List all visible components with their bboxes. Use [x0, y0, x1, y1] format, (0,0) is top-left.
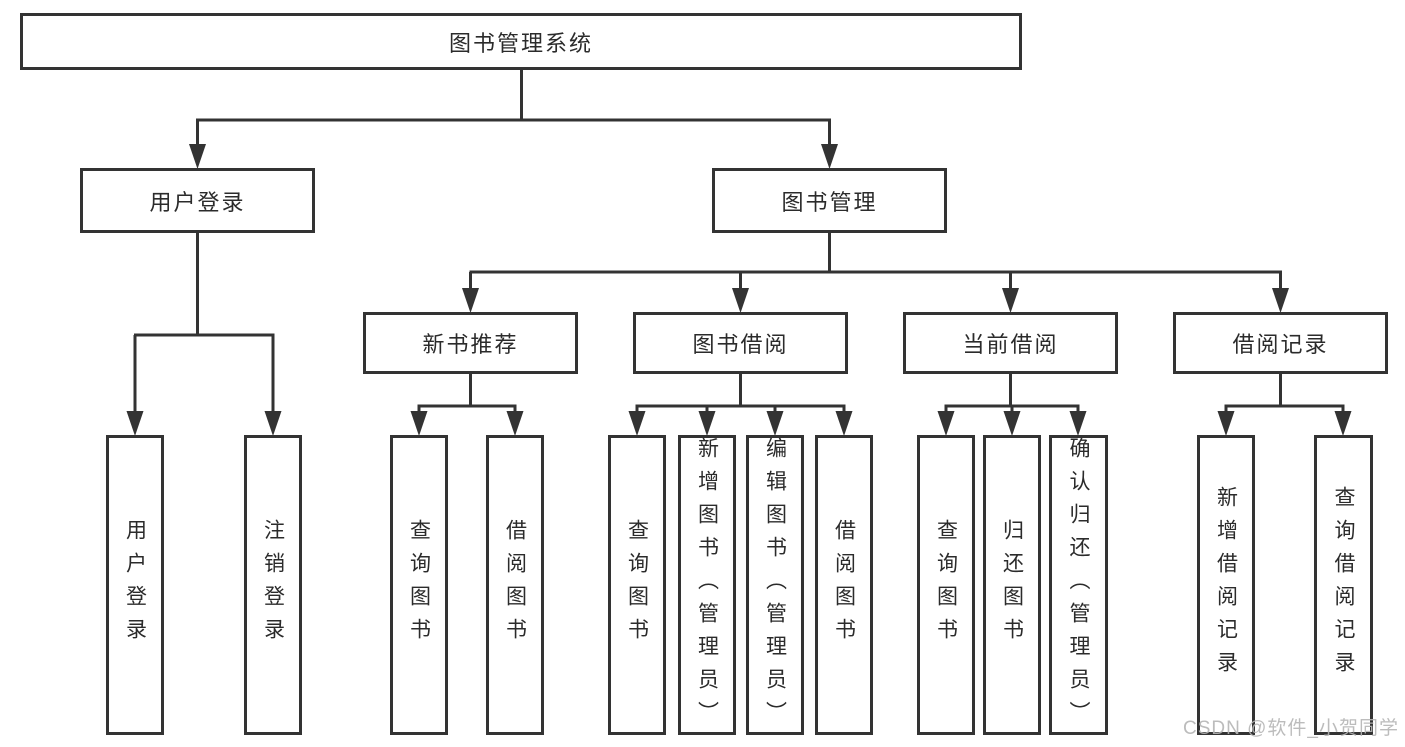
node-label: 新增借阅记录 [1214, 486, 1238, 684]
node-book-borrow: 图书借阅 [633, 312, 848, 374]
arrowheads [126, 144, 1352, 436]
node-label: 借阅图书 [503, 519, 527, 651]
node-current-borrow: 当前借阅 [903, 312, 1118, 374]
arrowhead [1272, 288, 1289, 313]
arrowhead [937, 411, 955, 436]
node-label: 用户登录 [149, 189, 246, 215]
connector-borrow-records-branch [1224, 372, 1345, 414]
node-label: 归还图书 [1000, 519, 1024, 651]
csdn-watermark: CSDN @软件_小贺同学 [1183, 718, 1399, 739]
node-label: 图书借阅 [692, 332, 789, 357]
arrowhead [732, 288, 749, 313]
node-label: 借阅记录 [1232, 332, 1329, 357]
arrowhead [1217, 411, 1235, 436]
arrowhead [506, 411, 524, 436]
node-borrow-records: 借阅记录 [1173, 312, 1388, 374]
arrowhead [835, 411, 853, 436]
node-label: 图书管理 [781, 189, 878, 215]
node-label: 确认归还（管理员） [1067, 436, 1091, 734]
arrowhead [189, 144, 206, 169]
node-label: 当前借阅 [962, 332, 1059, 357]
node-label: 图书管理系统 [448, 30, 593, 56]
node-leaf-confirm-return-admin: 确认归还（管理员） [1049, 435, 1108, 735]
node-label: 查询图书 [407, 519, 431, 651]
connector-book-management-branch [469, 230, 1282, 290]
arrowhead [1334, 411, 1352, 436]
node-leaf-user-login: 用户登录 [106, 435, 164, 735]
node-label: 新增图书（管理员） [695, 436, 719, 734]
node-leaf-query-borrow-record: 查询借阅记录 [1314, 435, 1373, 735]
node-leaf-query-books-borrow: 查询图书 [608, 435, 666, 735]
arrowhead [462, 288, 479, 313]
arrowhead [126, 411, 144, 436]
node-leaf-borrow-books: 借阅图书 [815, 435, 873, 735]
node-leaf-query-books-current: 查询图书 [917, 435, 975, 735]
node-root-library-system: 图书管理系统 [20, 13, 1022, 70]
arrowhead [264, 411, 282, 436]
node-label: 注销登录 [261, 519, 285, 651]
connector-book-borrow-branch [635, 372, 846, 414]
arrowhead [1002, 288, 1019, 313]
node-label: 新书推荐 [422, 332, 519, 357]
node-leaf-query-books-recommend: 查询图书 [390, 435, 448, 735]
node-label: 编辑图书（管理员） [763, 436, 787, 734]
connector-current-borrow-branch [944, 372, 1080, 414]
connector-root-branch [196, 68, 831, 146]
node-label: 用户登录 [123, 519, 147, 651]
arrowhead [628, 411, 646, 436]
node-label: 查询借阅记录 [1332, 486, 1356, 684]
arrowhead [1069, 411, 1087, 436]
arrowhead [821, 144, 838, 169]
arrowhead [698, 411, 716, 436]
connector-new-book-recommend-branch [417, 372, 517, 414]
connector-user-login-branch [133, 230, 275, 414]
node-new-book-recommend: 新书推荐 [363, 312, 578, 374]
node-leaf-borrow-books-recommend: 借阅图书 [486, 435, 544, 735]
arrowhead [766, 411, 784, 436]
node-leaf-return-books: 归还图书 [983, 435, 1041, 735]
arrowhead [410, 411, 428, 436]
node-leaf-edit-books-admin: 编辑图书（管理员） [746, 435, 804, 735]
node-label: 查询图书 [625, 519, 649, 651]
node-label: 借阅图书 [832, 519, 856, 651]
node-leaf-add-books-admin: 新增图书（管理员） [678, 435, 736, 735]
node-leaf-add-borrow-record: 新增借阅记录 [1197, 435, 1255, 735]
arrowhead [1003, 411, 1021, 436]
node-user-login: 用户登录 [80, 168, 315, 233]
node-label: 查询图书 [934, 519, 958, 651]
node-book-management: 图书管理 [712, 168, 947, 233]
node-leaf-logout: 注销登录 [244, 435, 302, 735]
